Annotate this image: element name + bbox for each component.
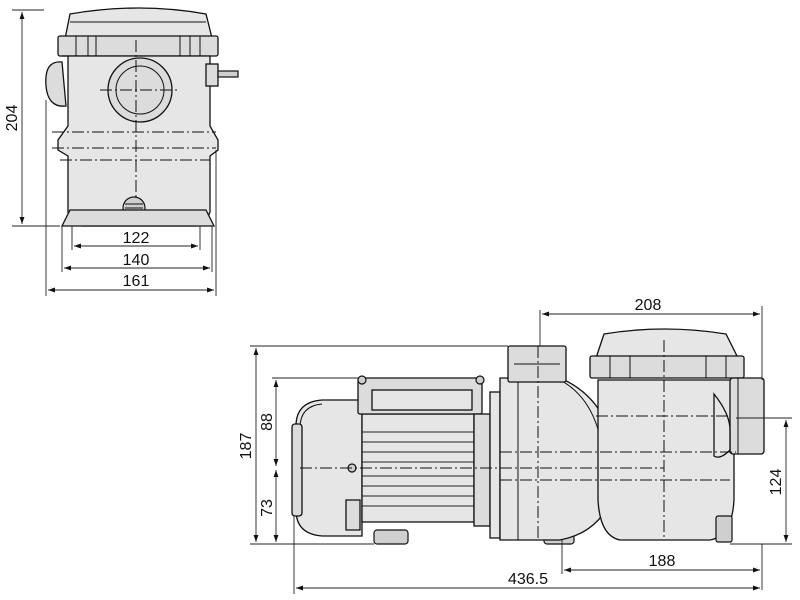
dimension-140: 140 xyxy=(123,252,150,269)
cooling-fins xyxy=(362,431,474,507)
drain-tab-right xyxy=(205,63,219,87)
wire-lead xyxy=(217,70,239,78)
front-view xyxy=(45,7,239,227)
motor-bracket xyxy=(345,499,361,531)
side-view-dimensions: 208 187 88 73 124 188 436.5 xyxy=(238,297,792,594)
dimension-208: 208 xyxy=(635,297,662,314)
terminal-screw-right xyxy=(475,375,485,385)
lid-locking-ring xyxy=(57,35,219,57)
strainer-lid-ring-side xyxy=(589,355,745,379)
side-view xyxy=(291,328,765,545)
motor-flange xyxy=(473,413,491,527)
end-cap-rim xyxy=(291,423,303,517)
dimension-436-5: 436.5 xyxy=(508,571,548,588)
seal-plate xyxy=(489,391,501,539)
motor-foot xyxy=(373,529,409,545)
dimension-204: 204 xyxy=(4,105,21,132)
inlet-pipe-side xyxy=(729,377,765,455)
strainer-housing-side xyxy=(597,379,735,541)
dimension-188: 188 xyxy=(649,553,676,570)
dimension-88: 88 xyxy=(259,413,276,431)
dimension-73: 73 xyxy=(259,499,276,517)
strainer-lid-side xyxy=(595,328,740,359)
front-base-foot xyxy=(60,209,216,227)
front-view-dimensions: 204 122 140 161 xyxy=(4,9,217,296)
lid-ring-ribs xyxy=(75,36,201,56)
side-bump-left xyxy=(45,61,67,107)
drain-plug-side xyxy=(715,515,733,543)
terminal-screw-left xyxy=(357,375,367,385)
dimension-122: 122 xyxy=(123,230,150,247)
dimension-187: 187 xyxy=(238,433,255,460)
dimension-124: 124 xyxy=(768,469,785,496)
dimension-161: 161 xyxy=(123,273,150,290)
